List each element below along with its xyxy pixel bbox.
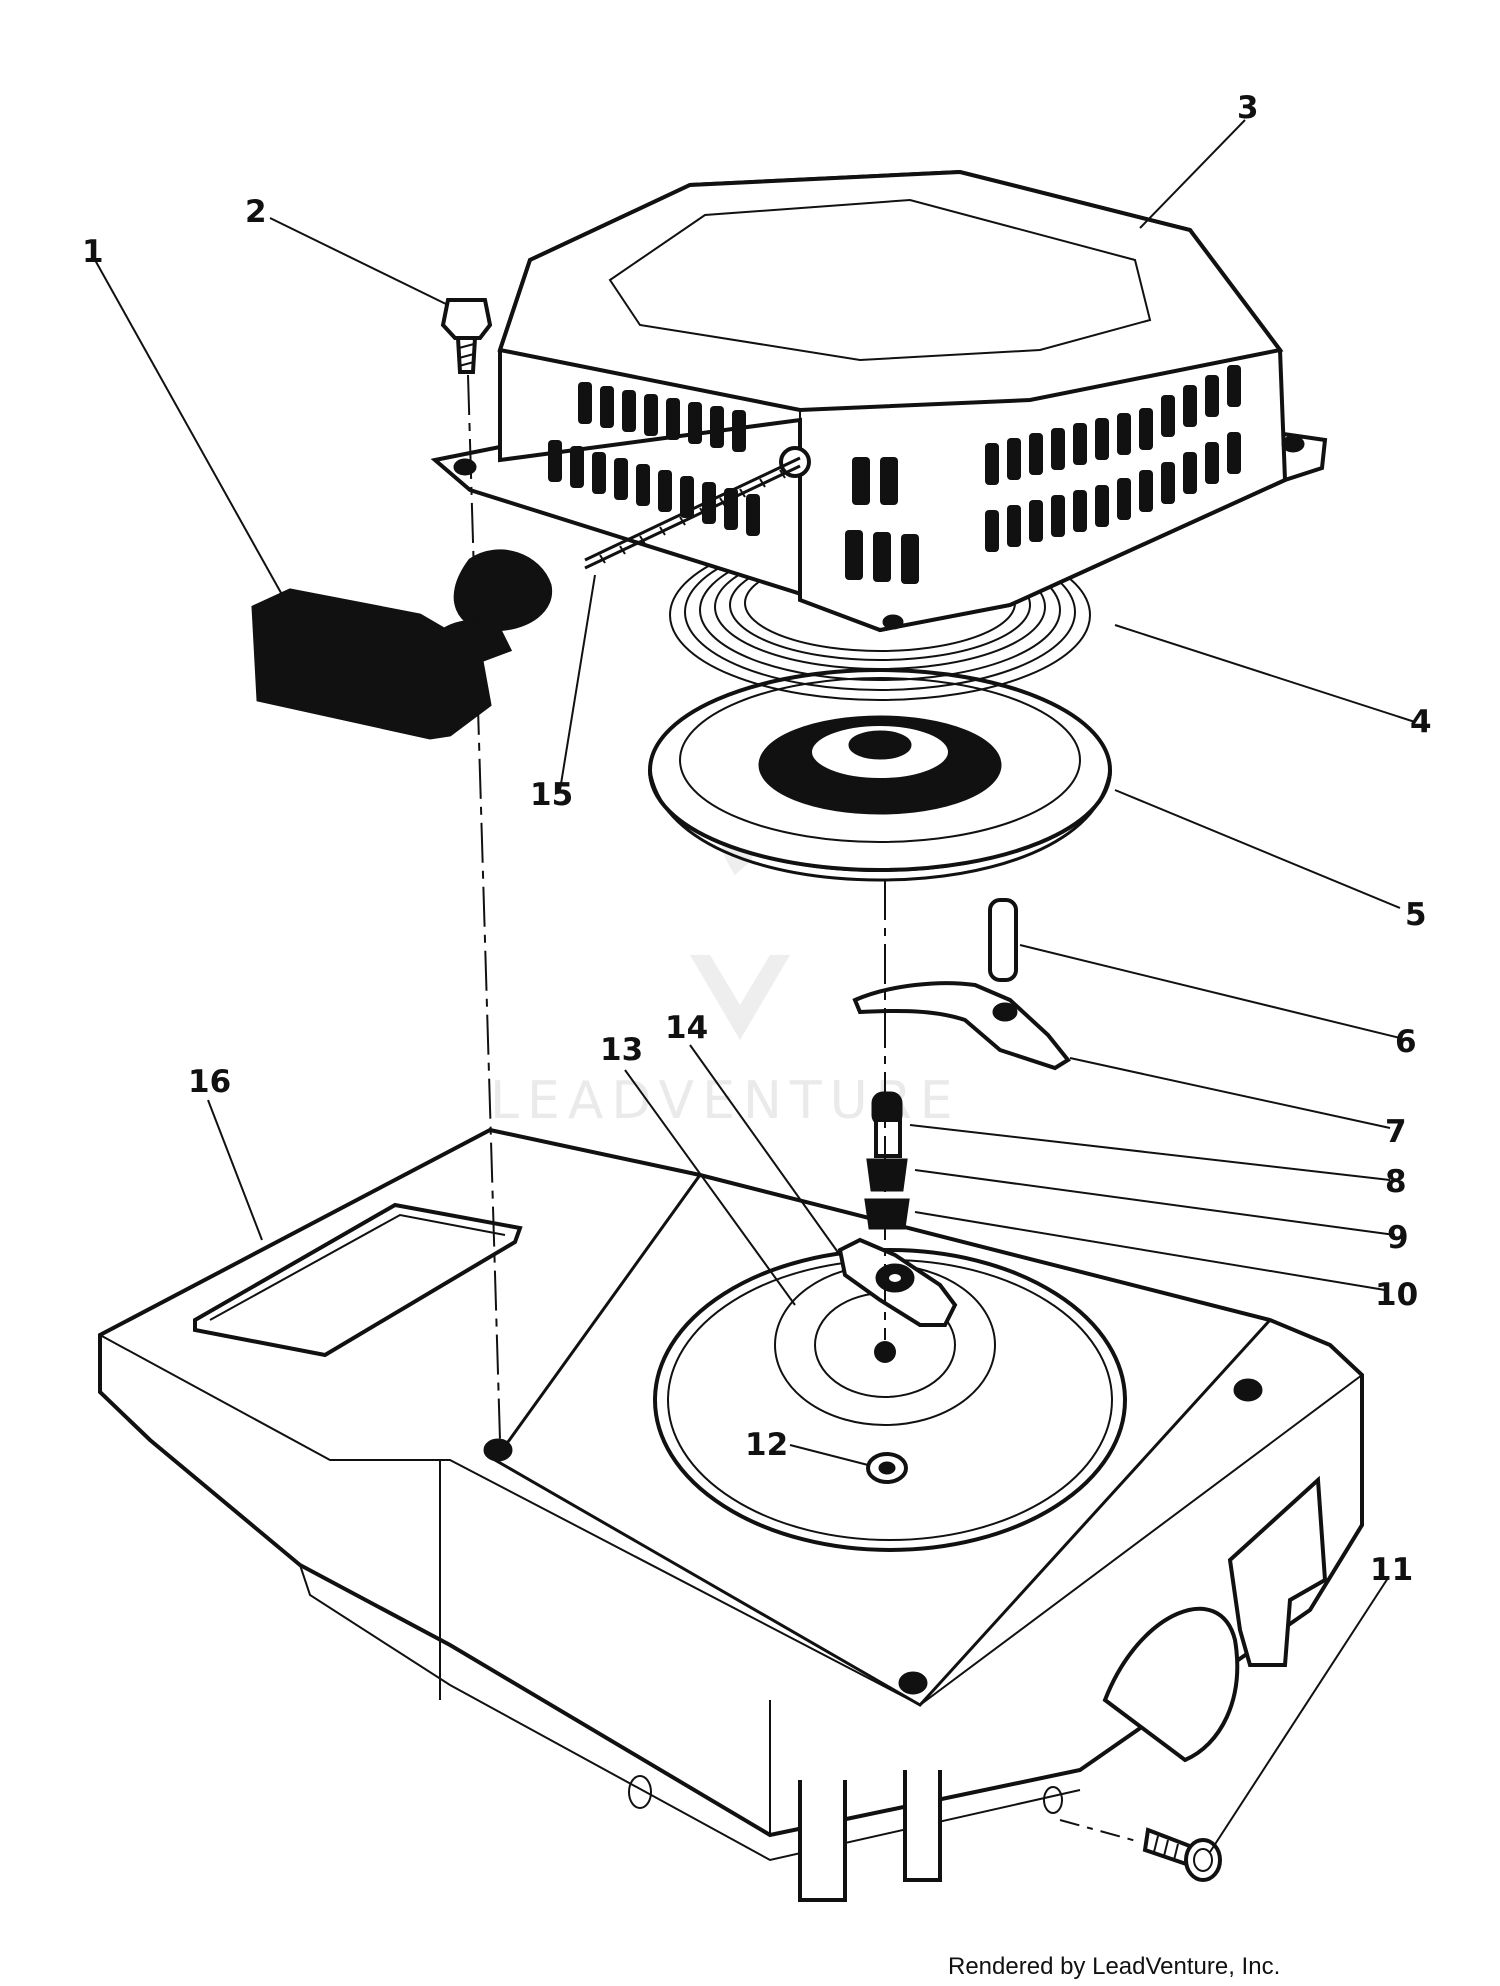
callout-6: 6 <box>1395 1024 1417 1060</box>
render-credit: Rendered by LeadVenture, Inc. <box>948 1953 1281 1980</box>
pawl-and-pin <box>852 898 1071 1071</box>
callout-15: 15 <box>530 777 573 813</box>
callout-1: 1 <box>82 234 104 270</box>
assembly-center-lines <box>467 374 1141 1843</box>
callout-9: 9 <box>1387 1220 1409 1256</box>
callout-7: 7 <box>1385 1114 1407 1150</box>
screw-11 <box>1142 1827 1222 1882</box>
callout-labels: 1 2 3 4 5 6 7 8 9 10 11 12 13 14 15 16 <box>82 90 1432 1588</box>
callout-2: 2 <box>245 194 267 230</box>
starter-housing <box>430 169 1328 633</box>
callout-10: 10 <box>1375 1277 1418 1313</box>
callout-14: 14 <box>665 1010 708 1046</box>
leader-lines <box>94 119 1416 1853</box>
callout-16: 16 <box>188 1064 231 1100</box>
starter-rope <box>584 456 801 570</box>
callout-11: 11 <box>1370 1552 1413 1588</box>
callout-3: 3 <box>1237 90 1259 126</box>
grommet <box>866 1452 908 1484</box>
callout-13: 13 <box>600 1032 643 1068</box>
callout-12: 12 <box>745 1427 788 1463</box>
spindle-stack <box>864 1091 910 1230</box>
starter-handle <box>251 549 553 740</box>
callout-8: 8 <box>1385 1164 1407 1200</box>
screw-2 <box>440 298 493 374</box>
callout-5: 5 <box>1405 897 1427 933</box>
callout-4: 4 <box>1410 704 1432 740</box>
blower-housing <box>98 1127 1364 1902</box>
pulley <box>648 668 1112 882</box>
